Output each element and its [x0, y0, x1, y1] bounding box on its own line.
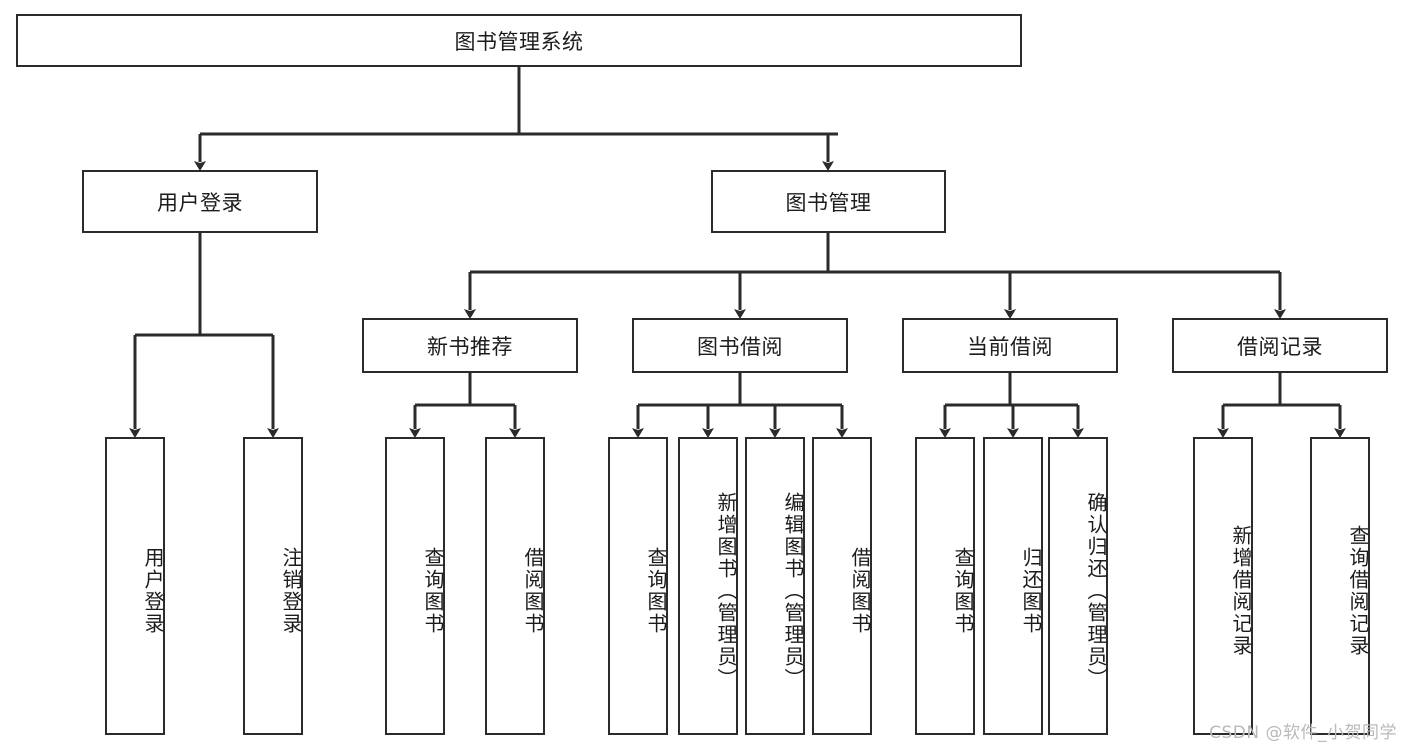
leaf-user-login[interactable]: 用户登录: [105, 437, 165, 735]
node-book-borrow-label: 图书借阅: [697, 334, 783, 359]
node-current-borrow[interactable]: 当前借阅: [902, 318, 1118, 373]
node-book-management-label: 图书管理: [785, 190, 872, 215]
watermark-text: CSDN @软件_小贺同学: [1209, 723, 1397, 743]
leaf-logout[interactable]: 注销登录: [243, 437, 303, 735]
leaf-add-book-admin-label: 新增图书（管理员）: [714, 492, 738, 690]
leaf-new-book-borrow[interactable]: 借阅图书: [485, 437, 545, 735]
leaf-new-book-borrow-label: 借阅图书: [521, 547, 545, 635]
node-borrow-record-label: 借阅记录: [1237, 334, 1323, 359]
leaf-borrow-query[interactable]: 查询图书: [608, 437, 668, 735]
leaf-add-borrow-record[interactable]: 新增借阅记录: [1193, 437, 1253, 735]
leaf-borrow-book-label: 借阅图书: [848, 547, 872, 635]
leaf-borrow-book[interactable]: 借阅图书: [812, 437, 872, 735]
leaf-query-borrow-record[interactable]: 查询借阅记录: [1310, 437, 1370, 735]
node-book-management[interactable]: 图书管理: [711, 170, 946, 233]
leaf-return-book-label: 归还图书: [1019, 547, 1043, 635]
node-new-book-recommend[interactable]: 新书推荐: [362, 318, 578, 373]
leaf-current-query[interactable]: 查询图书: [915, 437, 975, 735]
node-borrow-record[interactable]: 借阅记录: [1172, 318, 1388, 373]
leaf-edit-book-admin-label: 编辑图书（管理员）: [781, 492, 805, 690]
leaf-user-login-label: 用户登录: [141, 547, 165, 635]
leaf-edit-book-admin[interactable]: 编辑图书（管理员）: [745, 437, 805, 735]
leaf-borrow-query-label: 查询图书: [644, 547, 668, 635]
node-user-login[interactable]: 用户登录: [82, 170, 318, 233]
leaf-confirm-return-admin[interactable]: 确认归还（管理员）: [1048, 437, 1108, 735]
node-root[interactable]: 图书管理系统: [16, 14, 1022, 67]
node-book-borrow[interactable]: 图书借阅: [632, 318, 848, 373]
leaf-current-query-label: 查询图书: [951, 547, 975, 635]
leaf-query-borrow-record-label: 查询借阅记录: [1346, 525, 1370, 657]
node-user-login-label: 用户登录: [157, 190, 243, 215]
node-current-borrow-label: 当前借阅: [967, 334, 1053, 359]
leaf-confirm-return-admin-label: 确认归还（管理员）: [1084, 492, 1108, 690]
leaf-new-book-query-label: 查询图书: [421, 547, 445, 635]
leaf-new-book-query[interactable]: 查询图书: [385, 437, 445, 735]
leaf-logout-label: 注销登录: [279, 547, 303, 635]
node-new-book-recommend-label: 新书推荐: [427, 334, 513, 359]
leaf-add-book-admin[interactable]: 新增图书（管理员）: [678, 437, 738, 735]
leaf-add-borrow-record-label: 新增借阅记录: [1229, 525, 1253, 657]
node-root-label: 图书管理系统: [454, 29, 584, 54]
leaf-return-book[interactable]: 归还图书: [983, 437, 1043, 735]
